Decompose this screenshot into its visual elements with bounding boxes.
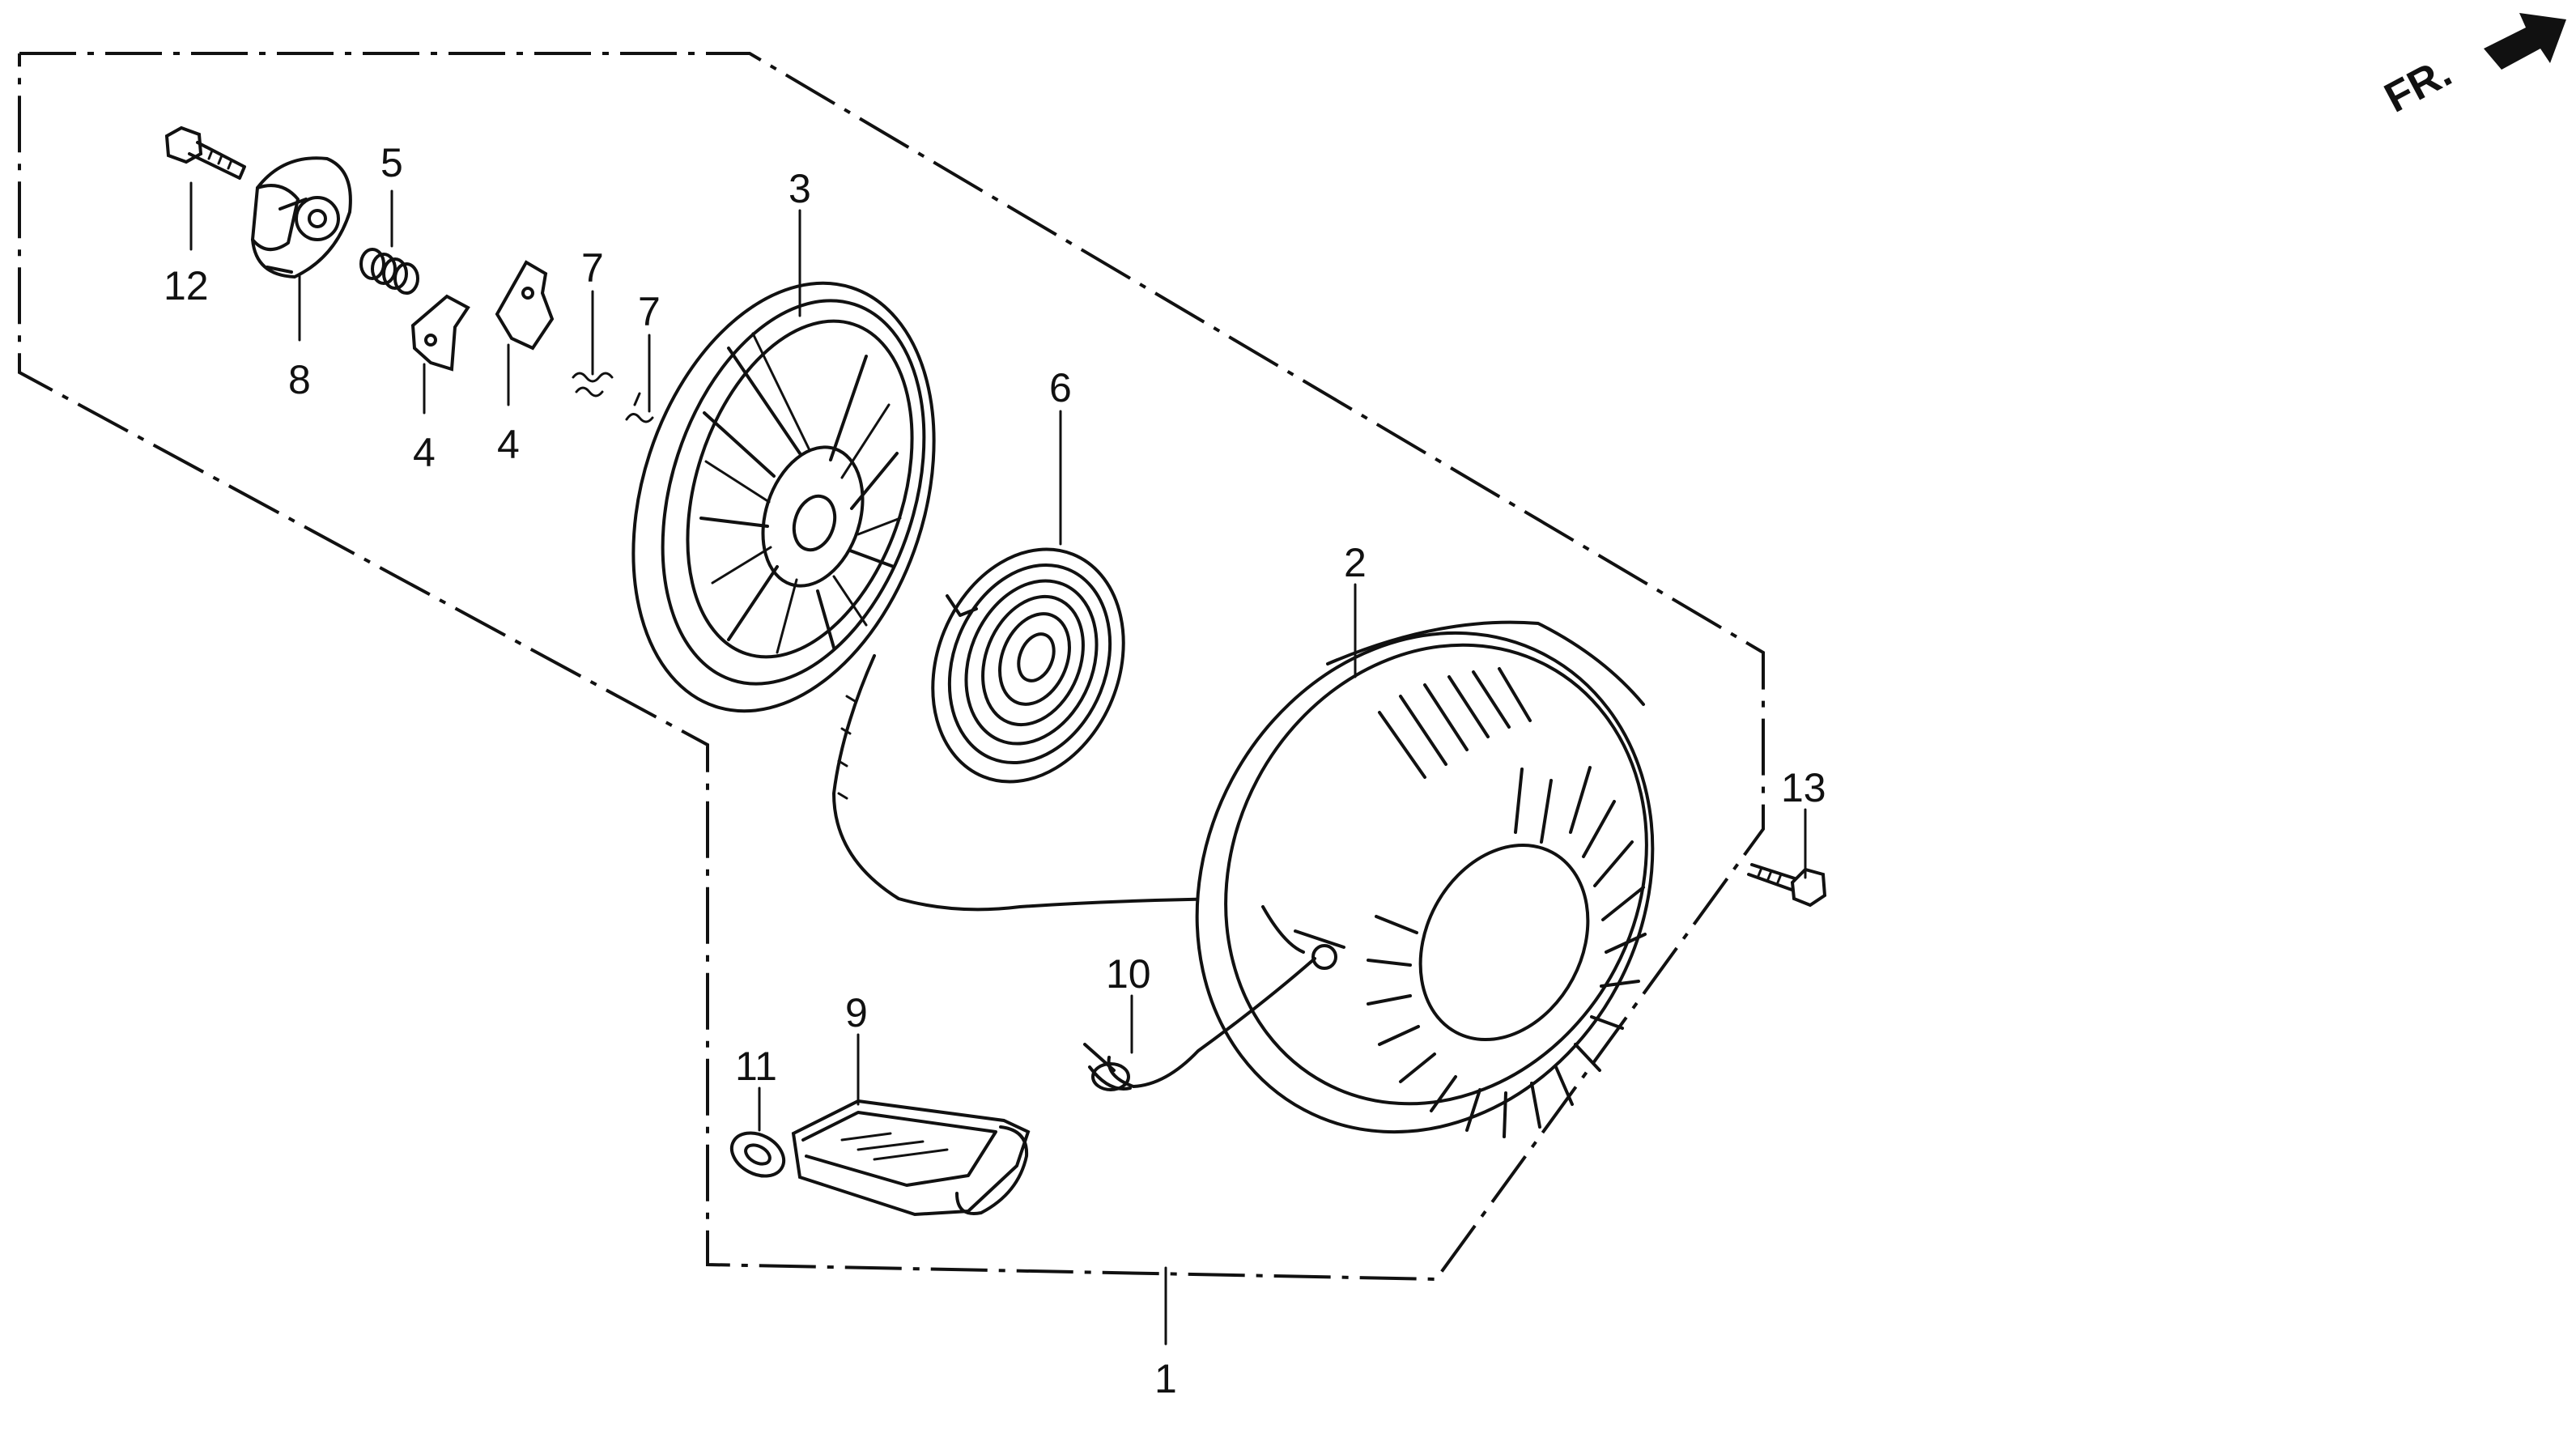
callout-6: 6 xyxy=(1049,365,1072,410)
callout-11: 11 xyxy=(735,1044,777,1089)
callout-12: 12 xyxy=(164,263,209,308)
leader-lines xyxy=(189,181,1807,1346)
callout-4-left: 4 xyxy=(413,430,436,475)
starter-rope xyxy=(832,654,1232,912)
callout-7-left: 7 xyxy=(581,245,604,291)
part-3-starter-reel xyxy=(631,281,936,713)
case-vent-slots xyxy=(1367,667,1647,1138)
callout-9: 9 xyxy=(845,990,868,1035)
part-4-ratchet-left xyxy=(410,294,470,372)
part-10-rope-knot xyxy=(1083,957,1316,1091)
assembly-boundary xyxy=(18,52,1765,1282)
callout-3: 3 xyxy=(789,166,811,211)
part-8-ratchet-guide xyxy=(250,156,352,279)
part-13-bolt xyxy=(1747,863,1827,908)
callout-4-right: 4 xyxy=(497,422,520,467)
callout-2: 2 xyxy=(1344,540,1367,585)
callout-7-right: 7 xyxy=(638,289,661,334)
part-11-rope-bushing xyxy=(729,1131,786,1178)
part-4-ratchet-right xyxy=(495,260,555,351)
callout-13: 13 xyxy=(1781,765,1826,810)
callout-8: 8 xyxy=(288,357,311,402)
part-6-recoil-spring xyxy=(931,547,1125,784)
callout-5: 5 xyxy=(380,140,403,185)
part-12-flange-bolt xyxy=(164,125,246,180)
part-5-spring xyxy=(359,248,419,295)
callout-1: 1 xyxy=(1154,1356,1177,1401)
callout-numbers: 12 8 5 4 4 7 7 3 6 2 13 10 9 11 1 xyxy=(164,140,1826,1401)
front-direction-indicator: FR. xyxy=(2377,13,2566,122)
part-7-springs xyxy=(572,372,654,423)
front-arrow-icon xyxy=(2484,13,2566,70)
part-2-starter-case xyxy=(1195,620,1655,1138)
fr-label: FR. xyxy=(2377,49,2459,122)
callout-10: 10 xyxy=(1106,951,1151,997)
part-9-starter-grip xyxy=(791,1099,1031,1217)
